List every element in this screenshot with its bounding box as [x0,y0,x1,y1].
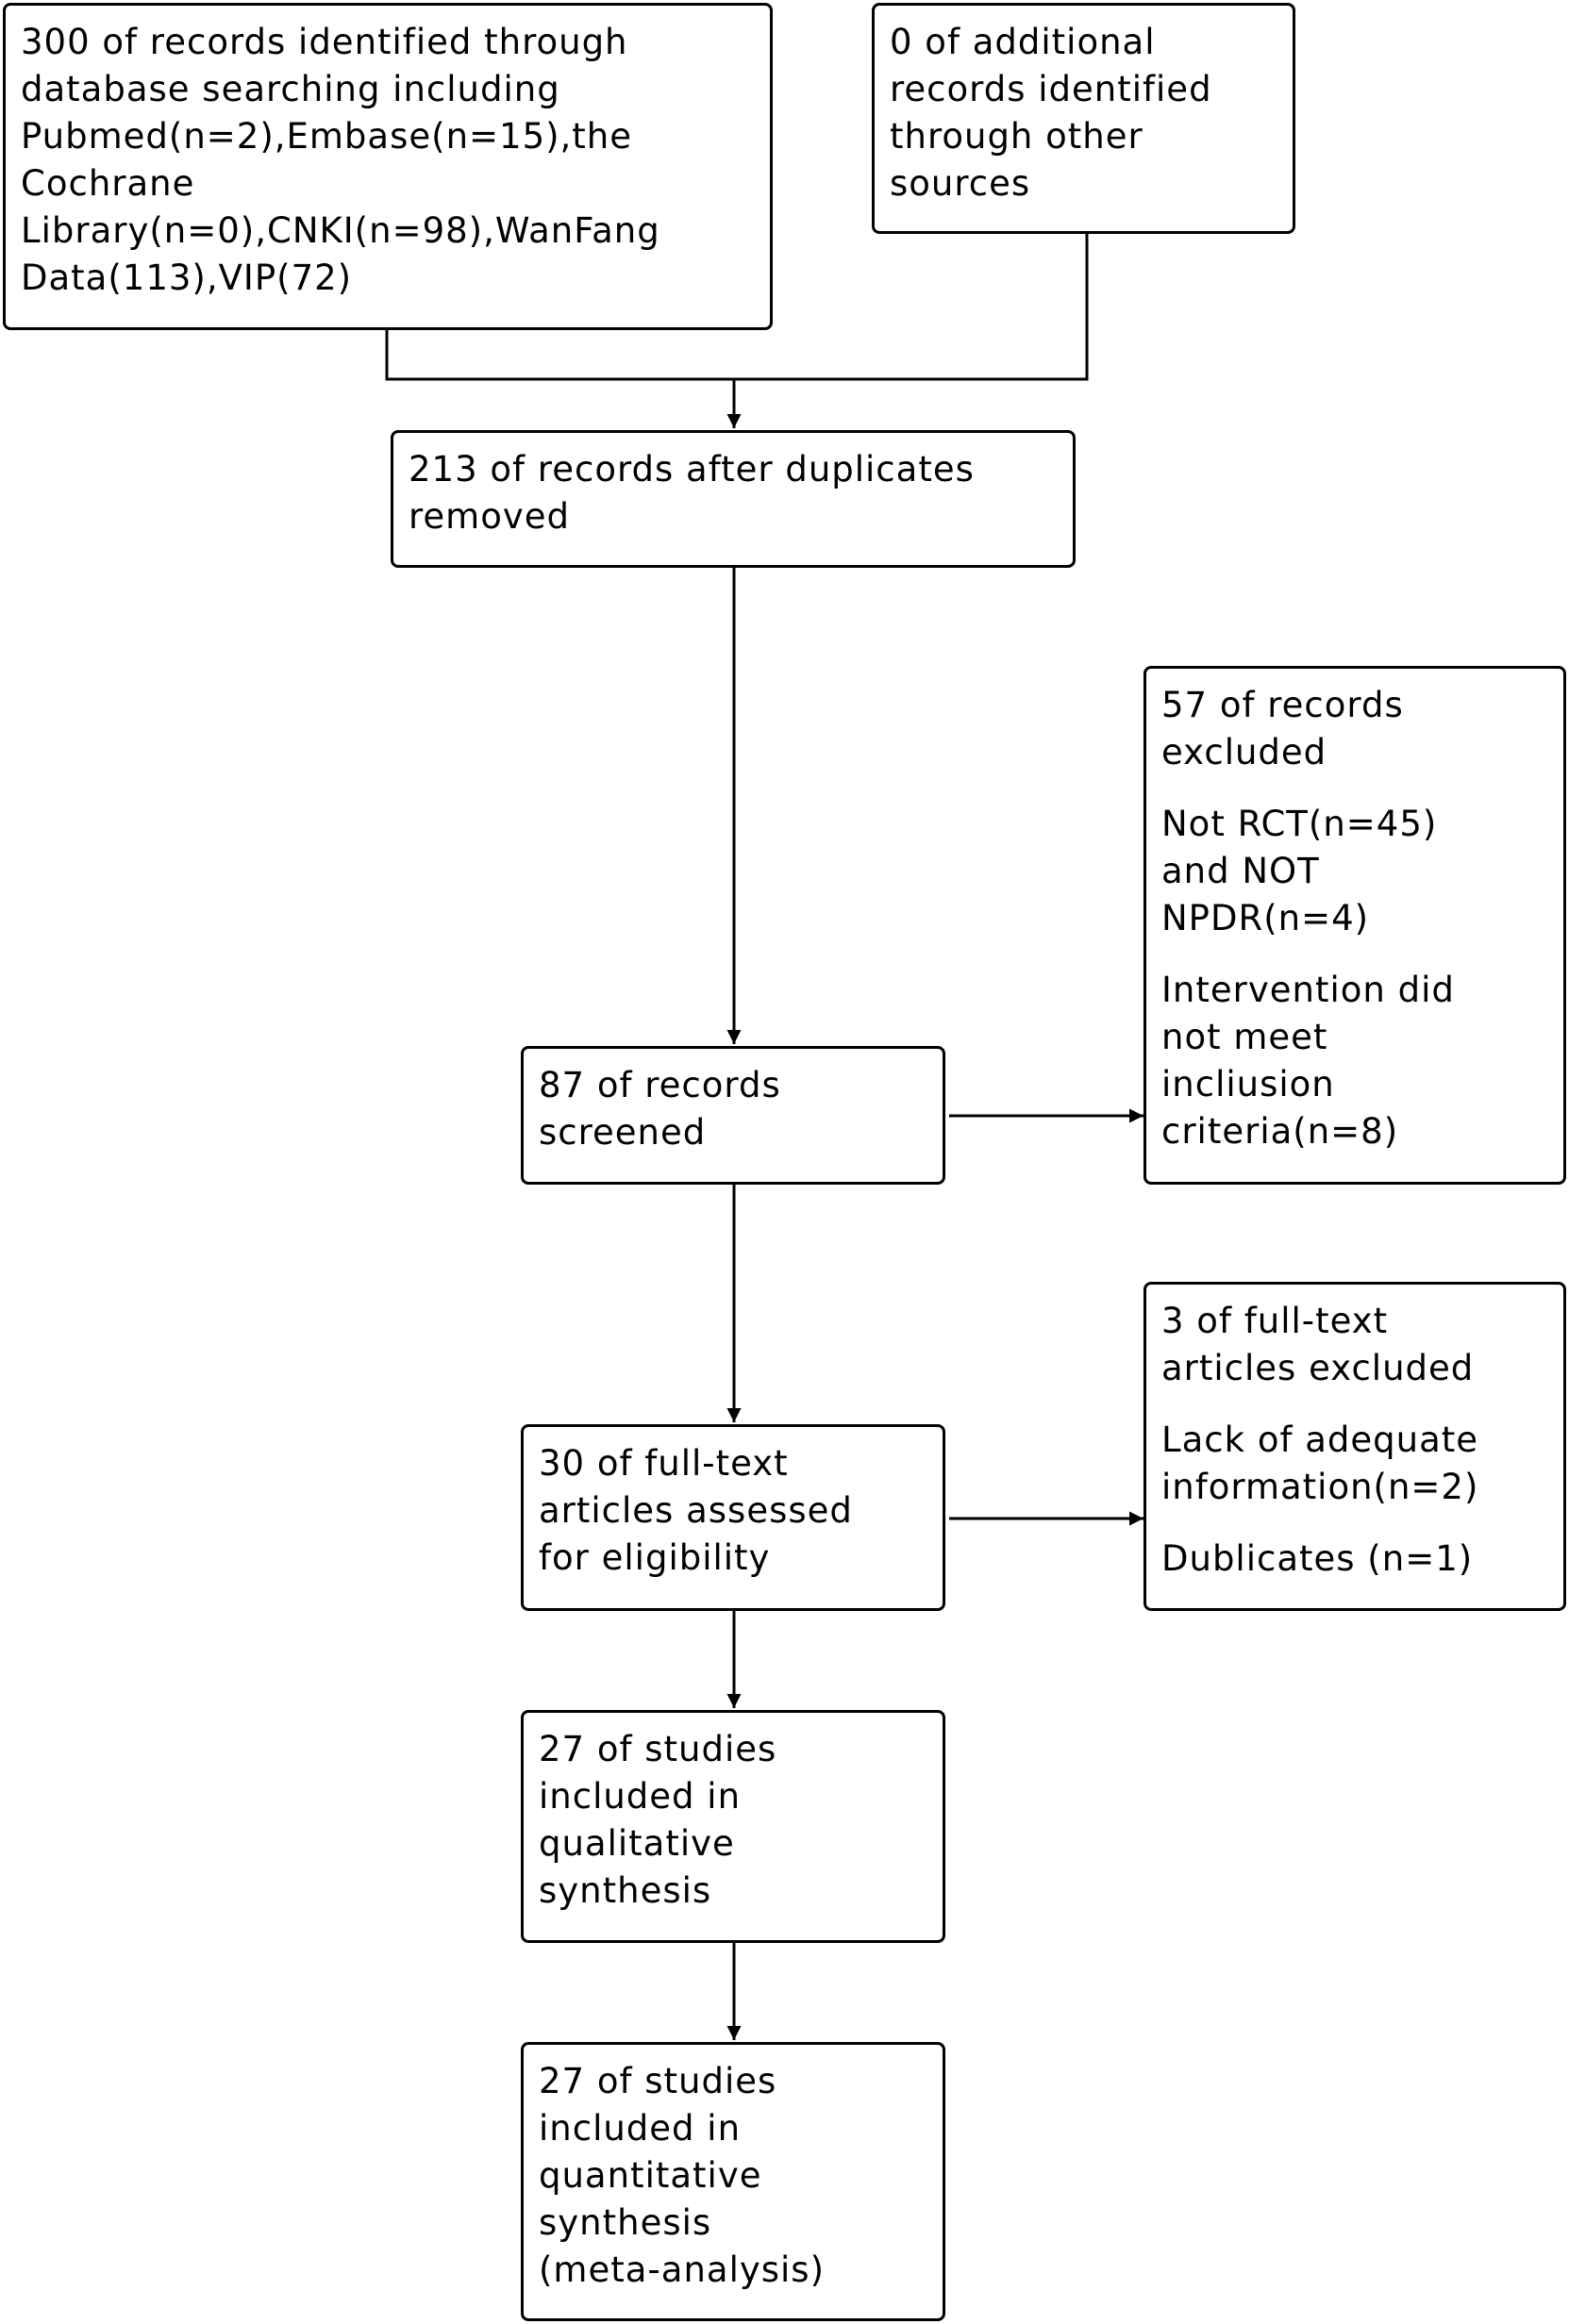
identification-other-text: 0 of additional records identified throu… [890,22,1212,204]
after-duplicates-box: 213 of records after duplicates removed [391,430,1076,568]
eligibility-text: 30 of full-text articles assessed for el… [539,1443,853,1578]
fulltext-excluded-reason-1: Lack of adequate information(n=2) [1161,1419,1479,1507]
records-excluded-reason-2: Intervention did not meet incliusion cri… [1161,970,1455,1152]
records-excluded-box: 57 of records excluded Not RCT(n=45) and… [1143,666,1566,1185]
quantitative-text: 27 of studies included in quantitative s… [539,2061,826,2290]
eligibility-box: 30 of full-text articles assessed for el… [521,1424,945,1611]
identification-db-text: 300 of records identified through databa… [21,22,660,298]
records-excluded-header: 57 of records excluded [1161,685,1404,772]
fulltext-excluded-box: 3 of full-text articles excluded Lack of… [1143,1282,1566,1611]
fulltext-excluded-reason-2: Dublicates (n=1) [1161,1538,1474,1579]
qualitative-box: 27 of studies included in qualitative sy… [521,1710,945,1943]
records-excluded-reason-1: Not RCT(n=45) and NOT NPDR(n=4) [1161,804,1438,938]
screened-text: 87 of records screened [539,1065,781,1153]
merge-connector [385,234,1089,381]
identification-db-box: 300 of records identified through databa… [3,3,773,330]
qualitative-text: 27 of studies included in qualitative sy… [539,1729,777,1911]
identification-other-box: 0 of additional records identified throu… [872,3,1295,234]
fulltext-excluded-header: 3 of full-text articles excluded [1161,1301,1475,1388]
screened-box: 87 of records screened [521,1046,945,1185]
quantitative-box: 27 of studies included in quantitative s… [521,2042,945,2321]
after-duplicates-text: 213 of records after duplicates removed [409,449,975,537]
